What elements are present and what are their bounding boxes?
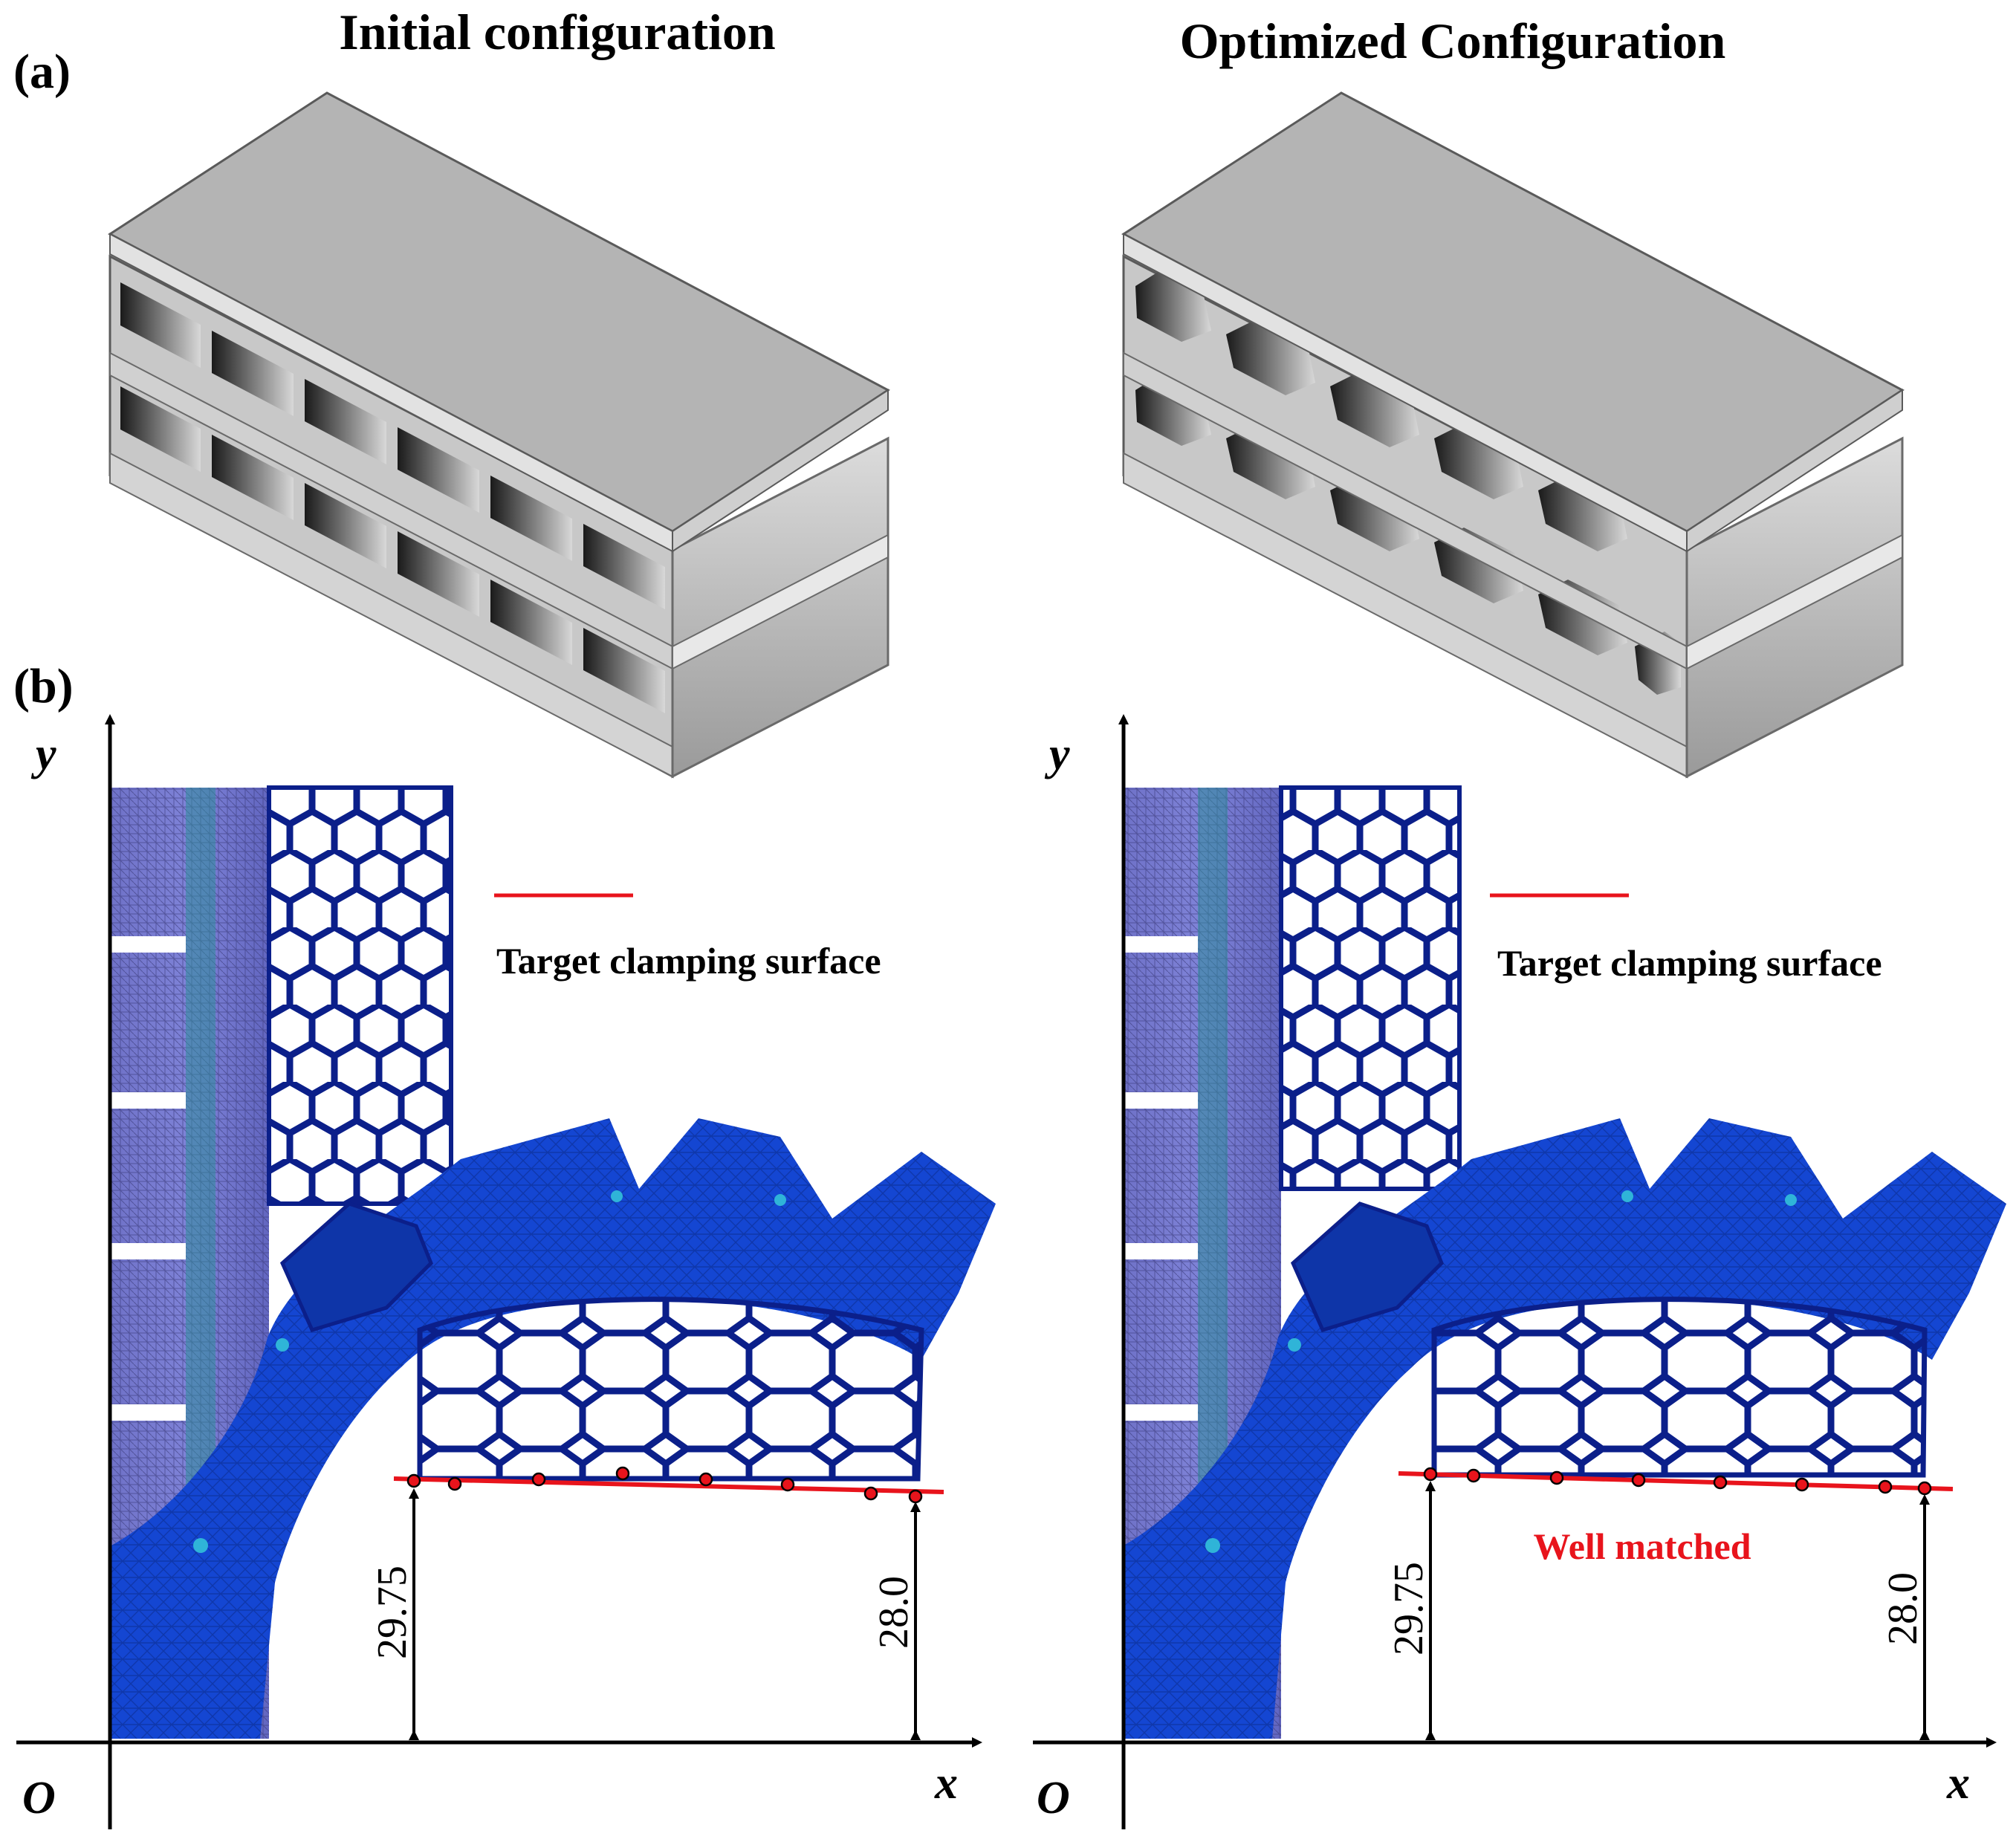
initial-core-cells [120, 282, 665, 713]
initial-vertical-honeycomb [269, 788, 451, 1204]
well-matched-label: Well matched [1533, 1525, 1751, 1567]
host-slot [111, 1092, 186, 1109]
legend-target-clamping-surface-right: Target clamping surface [1497, 942, 1882, 984]
initial-fem-plot: Target clamping surface 29.75 28.0 y x O [16, 714, 996, 1829]
optimized-fem-plot: Target clamping surface Well matched 29.… [1033, 714, 2006, 1829]
origin-label-left: O [22, 1773, 56, 1823]
origin-label-right: O [1037, 1773, 1070, 1823]
dimension-29-75-left: 29.75 [369, 1566, 415, 1659]
y-axis-label-right: y [1044, 729, 1070, 779]
host-slot [111, 1404, 186, 1421]
host-slot [111, 936, 186, 953]
optimized-sandwich-panel-3d [1121, 91, 1905, 779]
initial-horizontal-honeycomb [420, 1299, 921, 1479]
panel-a-label: (a) [13, 45, 71, 99]
host-slot [1124, 1404, 1198, 1421]
optimized-horizontal-honeycomb [1434, 1299, 1925, 1475]
x-axis-label-right: x [1946, 1758, 1970, 1809]
dimension-28-0-left: 28.0 [871, 1576, 917, 1649]
optimized-contact-nodes [1423, 1467, 1932, 1496]
host-slot [1124, 936, 1198, 953]
dimension-28-0-right: 28.0 [1880, 1572, 1926, 1645]
initial-sandwich-panel-3d [108, 91, 890, 779]
initial-configuration-title: Initial configuration [339, 4, 776, 60]
dimension-29-75-right: 29.75 [1386, 1562, 1432, 1655]
optimized-configuration-title: Optimized Configuration [1180, 13, 1726, 69]
host-slot [1124, 1092, 1198, 1109]
x-axis-label-left: x [934, 1758, 958, 1809]
initial-target-clamping-line [393, 1476, 944, 1494]
host-slot [1124, 1243, 1198, 1259]
panel-b-label: (b) [13, 659, 74, 713]
host-slot [111, 1243, 186, 1259]
y-axis-label-left: y [30, 729, 56, 779]
optimized-target-clamping-line [1398, 1471, 1954, 1491]
optimized-vertical-honeycomb [1281, 788, 1459, 1189]
legend-target-clamping-surface-left: Target clamping surface [496, 940, 881, 982]
initial-contact-nodes [406, 1466, 923, 1504]
